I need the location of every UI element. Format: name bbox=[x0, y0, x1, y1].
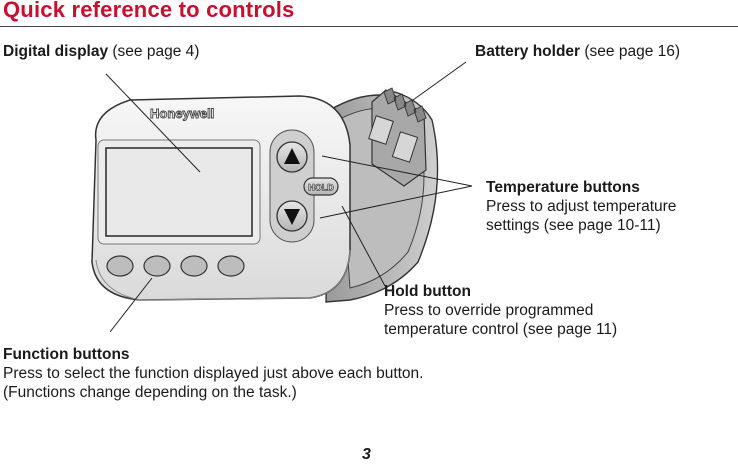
function-buttons-name: Function buttons bbox=[3, 346, 130, 363]
triangle-up-icon bbox=[284, 148, 300, 164]
function-button-3[interactable] bbox=[180, 255, 208, 277]
title-rule bbox=[0, 26, 738, 27]
leader-lines bbox=[105, 61, 473, 333]
function-button-1[interactable] bbox=[106, 255, 134, 277]
battery-holder-label: Battery holder (see page 16) bbox=[475, 42, 680, 61]
hold-button-desc-1: Press to override programmed bbox=[384, 302, 594, 319]
page-title: Quick reference to controls bbox=[3, 0, 295, 22]
function-buttons-label: Function buttons Press to select the fun… bbox=[3, 345, 423, 402]
digital-display-ref: (see page 4) bbox=[108, 43, 200, 60]
temperature-buttons-desc-1: Press to adjust temperature bbox=[486, 198, 677, 215]
digital-display bbox=[97, 139, 261, 245]
page-number: 3 bbox=[362, 446, 371, 463]
function-button-2[interactable] bbox=[143, 255, 171, 277]
leader-temperature-up bbox=[321, 155, 473, 187]
triangle-down-icon bbox=[284, 209, 300, 225]
temperature-buttons-name: Temperature buttons bbox=[486, 179, 640, 196]
leader-function-buttons bbox=[109, 277, 153, 333]
leader-hold-button bbox=[341, 205, 386, 287]
temperature-buttons-desc-2: settings (see page 10-11) bbox=[486, 217, 661, 234]
hold-button-callout: Hold button Press to override programmed… bbox=[384, 282, 617, 339]
digital-display-label: Digital display (see page 4) bbox=[3, 42, 199, 61]
function-button-4[interactable] bbox=[217, 255, 245, 277]
battery-holder-name: Battery holder bbox=[475, 43, 581, 60]
leader-digital-display bbox=[105, 73, 201, 173]
leader-battery-holder bbox=[412, 61, 467, 101]
hold-button-desc-2: temperature control (see page 11) bbox=[384, 321, 618, 338]
hold-button-name: Hold button bbox=[384, 283, 471, 300]
hold-button-label: HOLD bbox=[308, 183, 334, 193]
digital-display-name: Digital display bbox=[3, 43, 109, 60]
function-buttons-desc-1: Press to select the function displayed j… bbox=[3, 365, 424, 382]
hold-button[interactable]: HOLD bbox=[303, 177, 339, 196]
battery-holder-ref: (see page 16) bbox=[580, 43, 681, 60]
temperature-up-button[interactable] bbox=[276, 141, 308, 173]
function-buttons bbox=[106, 255, 245, 277]
temperature-down-button[interactable] bbox=[276, 200, 308, 232]
function-buttons-desc-2: (Functions change depending on the task.… bbox=[3, 384, 297, 401]
battery-holder bbox=[368, 87, 427, 187]
brand-logo: Honeywell bbox=[150, 106, 214, 121]
temperature-buttons-label: Temperature buttons Press to adjust temp… bbox=[486, 178, 676, 235]
